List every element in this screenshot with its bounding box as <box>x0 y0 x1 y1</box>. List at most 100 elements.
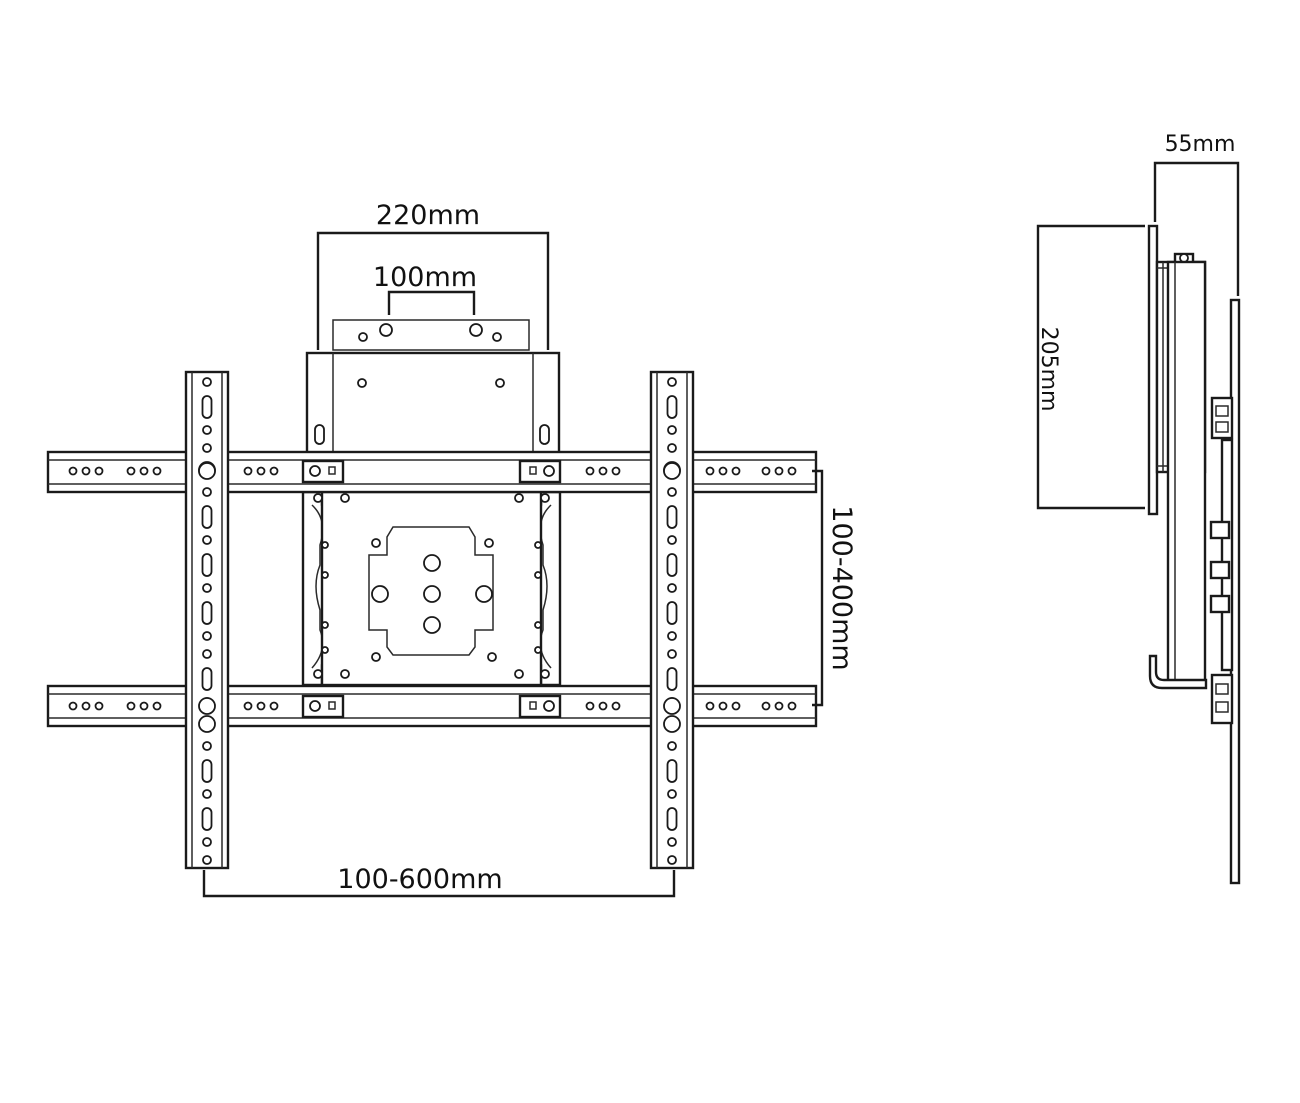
center-plate <box>301 490 562 687</box>
rail-hole <box>68 701 78 711</box>
arm-slot <box>201 667 213 691</box>
arm-hole <box>202 425 212 435</box>
rail-hole <box>126 701 136 711</box>
rail-hole <box>126 466 136 476</box>
rail-hole <box>611 466 621 476</box>
rail-hole <box>243 701 253 711</box>
rail-hole <box>152 701 162 711</box>
rail-hole <box>81 466 91 476</box>
rail-hole <box>94 701 104 711</box>
rail-hole <box>611 701 621 711</box>
arm-hole <box>202 443 212 453</box>
side-view: 55mm 205mm <box>1036 132 1241 885</box>
rail-hole <box>705 466 715 476</box>
rail-hole <box>718 701 728 711</box>
arm-slot <box>666 553 678 577</box>
rail-hole <box>94 466 104 476</box>
dimension-label-100mm: 100mm <box>373 262 477 293</box>
arm-hole <box>667 535 677 545</box>
dimension-100mm: 100mm <box>373 262 477 315</box>
arm-hole <box>667 443 677 453</box>
arm-hole <box>667 837 677 847</box>
rail-hole <box>152 466 162 476</box>
dimension-label-100-600mm: 100-600mm <box>337 864 502 895</box>
dimension-220mm: 220mm <box>316 200 550 350</box>
rail-locks <box>301 459 562 719</box>
dimension-label-220mm: 220mm <box>376 200 480 231</box>
dimension-label-205mm: 205mm <box>1036 327 1061 412</box>
arm-hole <box>667 377 677 387</box>
arm-hole <box>667 789 677 799</box>
dimension-label-55mm: 55mm <box>1165 132 1236 157</box>
arm-hole <box>202 583 212 593</box>
rail-hole <box>585 466 595 476</box>
arm-slot <box>666 667 678 691</box>
arm-large-hole <box>198 715 216 733</box>
arm-hole <box>202 649 212 659</box>
arm-rail-bolt <box>663 697 681 715</box>
rail-hole <box>705 701 715 711</box>
rail-hole <box>761 466 771 476</box>
arm-rail-bolt <box>198 462 216 480</box>
rail-hole <box>761 701 771 711</box>
arm-rail-bolt <box>663 462 681 480</box>
arm-slot <box>201 553 213 577</box>
arm-slot <box>201 505 213 529</box>
arm-hole <box>667 583 677 593</box>
arm-slot <box>666 601 678 625</box>
arm-hole <box>667 425 677 435</box>
rail-hole <box>81 701 91 711</box>
arm-hole <box>202 631 212 641</box>
arm-slot <box>666 505 678 529</box>
dimension-100-400mm: 100-400mm <box>812 469 857 707</box>
rail-hole <box>585 701 595 711</box>
arm-slot <box>201 395 213 419</box>
front-view: 220mm 100mm 100-400mm 100-600mm <box>46 200 857 898</box>
rail-hole <box>787 466 797 476</box>
arm-hole <box>667 487 677 497</box>
rail-hole <box>731 466 741 476</box>
rail-holes <box>68 466 797 711</box>
wall-bracket-plate <box>305 319 561 455</box>
horizontal-rail-bottom <box>46 684 818 728</box>
arm-slot <box>201 807 213 831</box>
rail-hole <box>598 701 608 711</box>
rail-hole <box>243 466 253 476</box>
dimension-205mm: 205mm <box>1036 224 1145 510</box>
arm-hole <box>202 377 212 387</box>
arm-slot <box>666 395 678 419</box>
arm-hole <box>667 855 677 865</box>
rail-hole <box>256 466 266 476</box>
dimension-55mm: 55mm <box>1153 132 1240 296</box>
arm-slot <box>666 807 678 831</box>
rail-hole <box>68 466 78 476</box>
arm-large-hole <box>663 715 681 733</box>
rail-hole <box>598 466 608 476</box>
rail-hole <box>269 701 279 711</box>
rail-hole <box>787 701 797 711</box>
rail-hole <box>718 466 728 476</box>
rail-hole <box>139 466 149 476</box>
arm-hole <box>667 741 677 751</box>
horizontal-rail-top <box>46 450 818 494</box>
rail-hole <box>774 466 784 476</box>
rail-hole <box>139 701 149 711</box>
side-mount-body <box>1148 252 1208 690</box>
arm-hole <box>667 631 677 641</box>
rail-hole <box>269 466 279 476</box>
rail-hole <box>774 701 784 711</box>
arm-slot <box>201 759 213 783</box>
arm-hole <box>667 649 677 659</box>
arm-hole <box>202 789 212 799</box>
arm-hole <box>202 487 212 497</box>
arm-rail-bolt <box>198 697 216 715</box>
dimension-100-600mm: 100-600mm <box>202 864 676 898</box>
arm-slot <box>201 601 213 625</box>
arm-hole <box>202 855 212 865</box>
rail-hole <box>731 701 741 711</box>
rail-hole <box>256 701 266 711</box>
side-tv-plate <box>1209 298 1241 885</box>
dimension-label-100-400mm: 100-400mm <box>826 505 857 670</box>
